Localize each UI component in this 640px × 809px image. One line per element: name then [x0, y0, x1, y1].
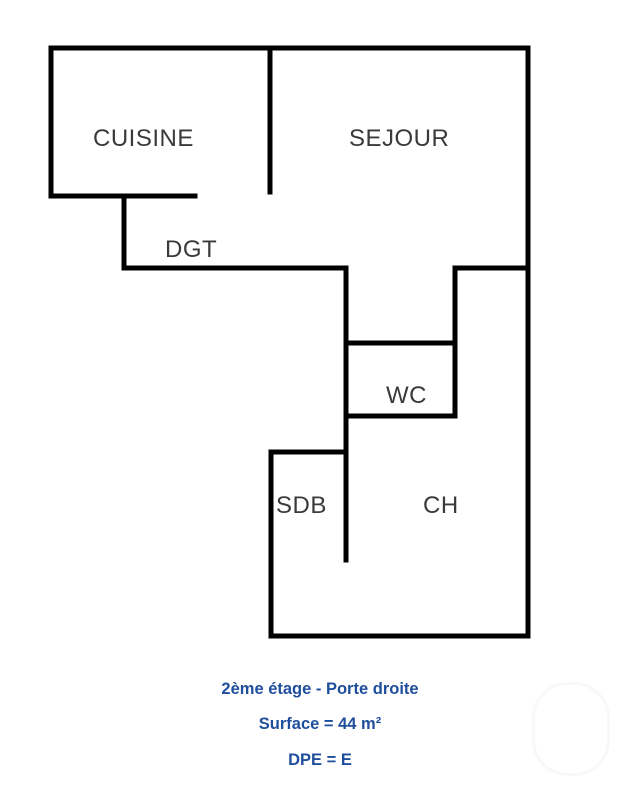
caption-surface: Surface = 44 m² [258, 715, 382, 733]
caption-dpe: DPE = E [288, 751, 352, 769]
room-label-sejour: SEJOUR [349, 125, 450, 152]
caption-floor-door: 2ème étage - Porte droite [221, 680, 419, 698]
room-label-wc: WC [386, 382, 427, 409]
room-label-ch: CH [423, 492, 459, 519]
watermark-logo-icon [532, 682, 610, 776]
room-label-dgt: DGT [165, 236, 218, 263]
room-label-sdb: SDB [276, 492, 327, 519]
room-label-cuisine: CUISINE [93, 125, 194, 152]
